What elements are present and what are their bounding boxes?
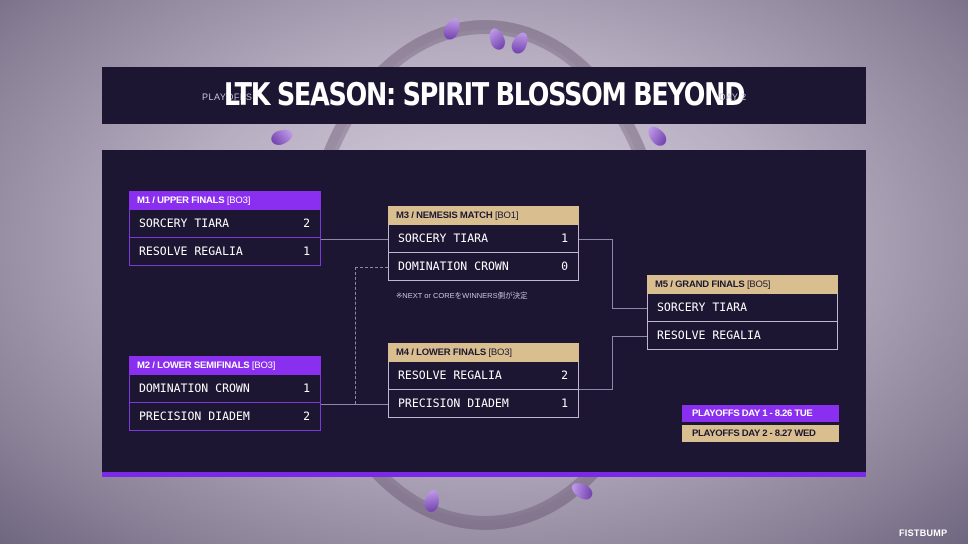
stage-label: PLAYOFFS <box>202 92 253 102</box>
match-header: M1 / UPPER FINALS [BO3] <box>129 191 321 210</box>
team-row: PRECISION DIADEM 1 <box>388 390 579 418</box>
day-label: DAY 2 <box>719 92 747 102</box>
team-row: RESOLVE REGALIA <box>647 322 838 350</box>
team-row: SORCERY TIARA 1 <box>388 225 579 253</box>
match-format: [BO3] <box>488 347 512 358</box>
connector-m4-m5 <box>612 336 647 337</box>
match-format: [BO3] <box>251 360 276 371</box>
title-banner: PLAYOFFS LTK SEASON: SPIRIT BLOSSOM BEYO… <box>102 67 866 124</box>
team-name: SORCERY TIARA <box>657 300 748 314</box>
team-score: 1 <box>561 396 568 410</box>
match-format: [BO1] <box>494 210 519 221</box>
team-row: PRECISION DIADEM 2 <box>129 403 321 431</box>
team-score: 0 <box>561 259 568 273</box>
team-row: RESOLVE REGALIA 2 <box>388 362 579 390</box>
team-row: DOMINATION CROWN 0 <box>388 253 579 281</box>
match-header: M5 / GRAND FINALS [BO5] <box>647 275 838 294</box>
team-row: RESOLVE REGALIA 1 <box>129 238 321 266</box>
connector-m3-out <box>579 239 613 240</box>
team-name: PRECISION DIADEM <box>139 409 250 423</box>
team-row: SORCERY TIARA 2 <box>129 210 321 238</box>
team-row: DOMINATION CROWN 1 <box>129 375 321 403</box>
brand-watermark: FISTBUMP <box>899 528 948 538</box>
match-title: M2 / LOWER SEMIFINALS <box>137 360 250 371</box>
legend-day1: PLAYOFFS DAY 1 - 8.26 TUE <box>682 405 839 422</box>
team-score: 2 <box>303 409 310 423</box>
team-name: SORCERY TIARA <box>139 216 230 230</box>
match-header: M2 / LOWER SEMIFINALS [BO3] <box>129 356 321 375</box>
team-row: SORCERY TIARA <box>647 294 838 322</box>
petal-icon <box>269 126 295 148</box>
match-format: [BO3] <box>226 195 251 206</box>
team-score: 1 <box>303 381 310 395</box>
match-header: M4 / LOWER FINALS [BO3] <box>388 343 579 362</box>
connector-m3-m5 <box>612 308 647 309</box>
connector-m4-out <box>579 389 613 390</box>
team-name: DOMINATION CROWN <box>398 259 509 273</box>
team-name: SORCERY TIARA <box>398 231 489 245</box>
connector-m2-m4 <box>321 404 388 405</box>
team-name: RESOLVE REGALIA <box>657 328 761 342</box>
team-score: 1 <box>303 244 310 258</box>
dashed-connector-m1-loser-h <box>355 267 388 268</box>
nemesis-note: ※NEXT or COREをWINNERS側が決定 <box>396 291 528 300</box>
team-score: 2 <box>561 368 568 382</box>
connector-m1-m3 <box>321 239 388 240</box>
connector-m3-vertical <box>612 239 613 308</box>
legend-day2: PLAYOFFS DAY 2 - 8.27 WED <box>682 425 839 442</box>
team-name: RESOLVE REGALIA <box>398 368 502 382</box>
match-m5: M5 / GRAND FINALS [BO5] SORCERY TIARA RE… <box>647 275 838 350</box>
team-score: 2 <box>303 216 310 230</box>
team-score: 1 <box>561 231 568 245</box>
match-title: M4 / LOWER FINALS <box>396 347 487 358</box>
match-m4: M4 / LOWER FINALS [BO3] RESOLVE REGALIA 2… <box>388 343 579 418</box>
team-name: PRECISION DIADEM <box>398 396 509 410</box>
match-title: M1 / UPPER FINALS <box>137 195 225 206</box>
match-format: [BO5] <box>746 279 771 290</box>
match-title: M3 / NEMESIS MATCH <box>396 210 493 221</box>
petal-icon <box>644 123 670 149</box>
event-title: LTK SEASON: SPIRIT BLOSSOM BEYOND <box>223 77 745 113</box>
team-name: RESOLVE REGALIA <box>139 244 243 258</box>
team-name: DOMINATION CROWN <box>139 381 250 395</box>
match-title: M5 / GRAND FINALS <box>655 279 745 290</box>
connector-m4-vertical <box>612 336 613 390</box>
dashed-connector-m1-loser <box>355 267 356 404</box>
match-m2: M2 / LOWER SEMIFINALS [BO3] DOMINATION C… <box>129 356 321 431</box>
match-m1: M1 / UPPER FINALS [BO3] SORCERY TIARA 2 R… <box>129 191 321 266</box>
match-header: M3 / NEMESIS MATCH [BO1] <box>388 206 579 225</box>
